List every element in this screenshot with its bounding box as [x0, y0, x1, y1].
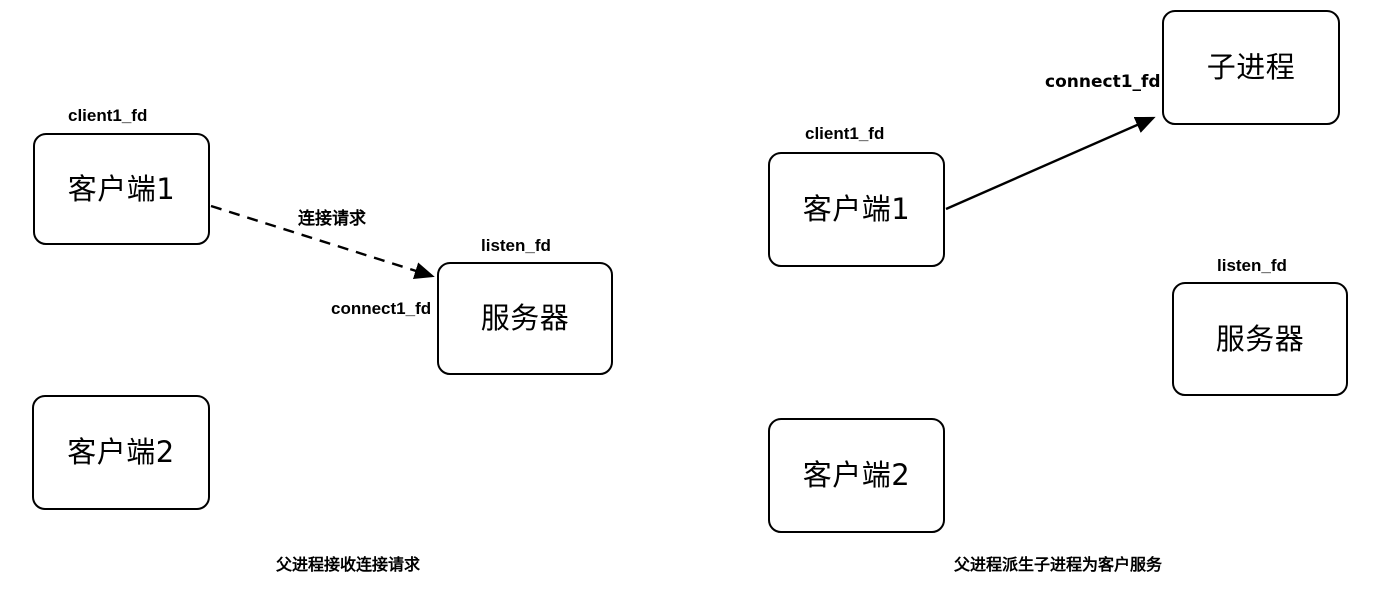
node-left-client1-label: 客户端1 [67, 171, 176, 206]
node-right-child-process[interactable]: 子进程 [1162, 10, 1340, 125]
node-left-client2-label: 客户端2 [67, 435, 175, 469]
node-right-client2[interactable]: 客户端2 [768, 418, 945, 533]
edge-right-connect [945, 116, 1156, 211]
node-right-client2-label: 客户端2 [802, 458, 911, 492]
fd-label-left-client1: client1_fd [68, 106, 148, 125]
fd-label-left-connect1: connect1_fd [331, 299, 432, 318]
node-right-server[interactable]: 服务器 [1172, 282, 1348, 396]
node-left-server-label: 服务器 [480, 301, 570, 335]
edge-label-connect-request: 连接请求 [298, 209, 366, 229]
node-right-client1[interactable]: 客户端1 [768, 152, 945, 267]
fd-label-right-connect1: connect1_fd [1045, 72, 1161, 92]
node-left-client1[interactable]: 客户端1 [33, 133, 210, 245]
edge-left-connect-request [210, 204, 435, 280]
node-left-server[interactable]: 服务器 [437, 262, 613, 375]
caption-right-panel: 父进程派生子进程为客户服务 [953, 555, 1162, 574]
node-right-server-label: 服务器 [1215, 321, 1305, 356]
caption-left-panel: 父进程接收连接请求 [275, 555, 420, 574]
node-right-child-process-label: 子进程 [1206, 50, 1296, 84]
fd-label-left-listen: listen_fd [481, 236, 551, 255]
fd-label-right-listen: listen_fd [1217, 256, 1287, 275]
node-left-client2[interactable]: 客户端2 [32, 395, 210, 510]
node-right-client1-label: 客户端1 [802, 192, 911, 226]
fd-label-right-client1: client1_fd [805, 124, 885, 143]
